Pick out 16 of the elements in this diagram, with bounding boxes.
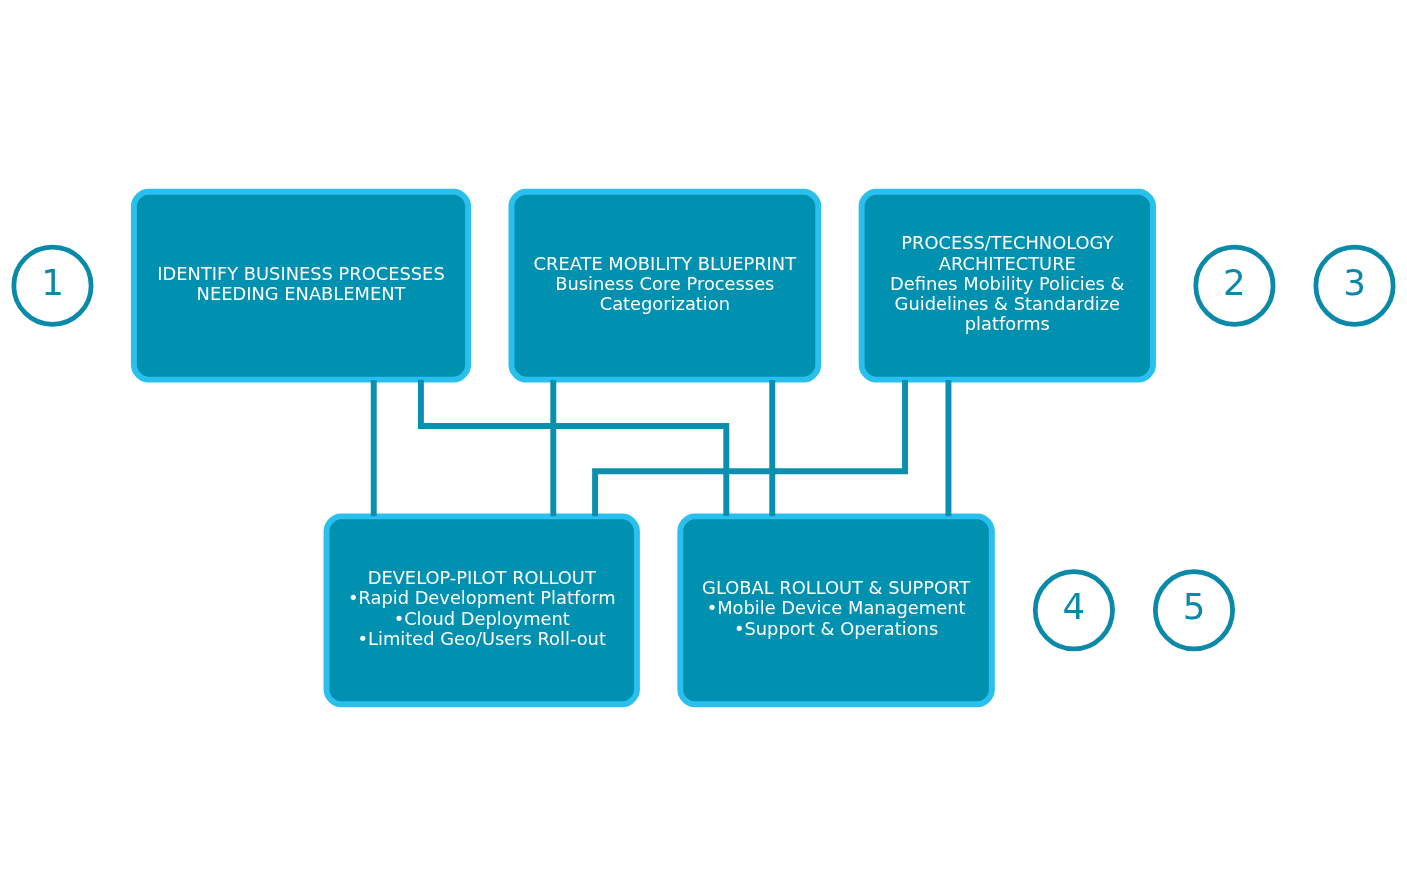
node-circle: 5 <box>1152 569 1235 652</box>
node-circle: 1 <box>11 244 94 327</box>
node-box: DEVELOP-PILOT ROLLOUT •Rapid Development Platform •Cloud Deployment •Limited Geo/Users Roll-out <box>323 513 640 708</box>
node-box: PROCESS/TECHNOLOGY ARCHITECTURE Defines Mobility Policies & Guidelines & Standardize platforms <box>858 188 1156 383</box>
node-box: GLOBAL ROLLOUT & SUPPORT •Mobile Device Management •Support & Operations <box>677 513 995 708</box>
node-box: IDENTIFY BUSINESS PROCESSES NEEDING ENABLEMENT <box>130 188 472 383</box>
connector <box>417 379 730 516</box>
node-circle: 2 <box>1193 244 1276 327</box>
connector <box>370 380 377 517</box>
node-box: CREATE MOBILITY BLUEPRINT Business Core Processes Categorization <box>508 188 822 383</box>
connector <box>592 380 909 517</box>
connector <box>945 380 952 517</box>
node-circle: 4 <box>1032 569 1115 652</box>
node-circle: 3 <box>1313 244 1396 327</box>
connector <box>550 380 557 517</box>
connector <box>769 380 776 517</box>
